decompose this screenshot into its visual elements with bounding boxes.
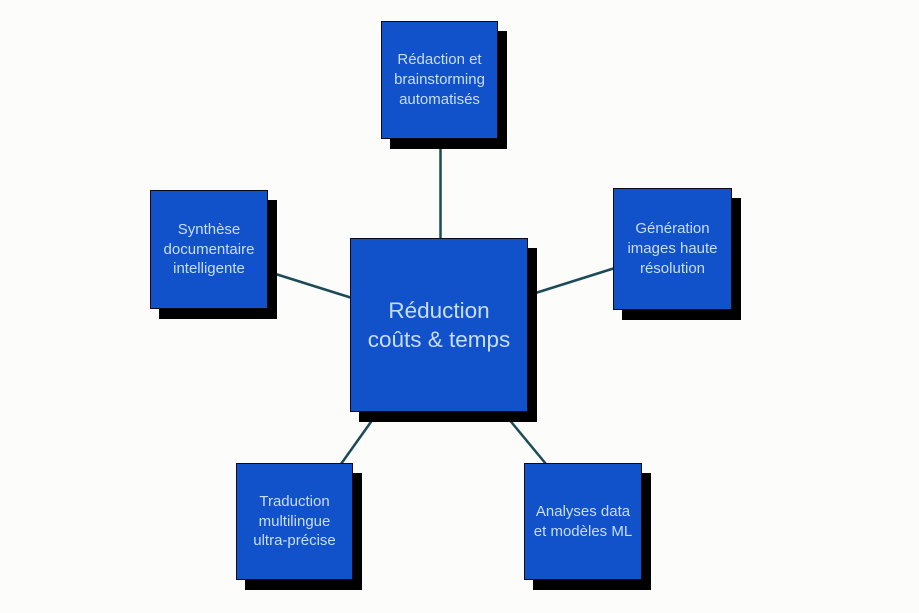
- node-label: Synthèse documentaire intelligente: [163, 220, 255, 278]
- node-label: Traduction multilingue ultra-précise: [253, 492, 336, 550]
- node-redaction-brainstorming: Rédaction et brainstorming automatisés: [381, 21, 498, 139]
- connector-center-bottom-right: [502, 411, 547, 465]
- connector-center-bottom-left: [339, 411, 380, 465]
- node-label: Analyses data et modèles ML: [533, 502, 633, 540]
- node-label: Génération images haute résolution: [627, 220, 718, 277]
- central-node-reduction-couts-temps: Réduction coûts & temps: [350, 238, 528, 412]
- connector-center-right: [525, 266, 616, 298]
- node-synthese-documentaire: Synthèse documentaire intelligente: [150, 190, 268, 309]
- node-analyses-data-ml: Analyses data et modèles ML: [524, 463, 642, 580]
- node-traduction-multilingue: Traduction multilingue ultra-précise: [236, 463, 353, 580]
- central-node-label: Réduction coûts & temps: [367, 297, 511, 352]
- connector-center-left: [265, 269, 353, 300]
- node-generation-images: Génération images haute résolution: [613, 188, 732, 310]
- node-label: Rédaction et brainstorming automatisés: [394, 51, 485, 108]
